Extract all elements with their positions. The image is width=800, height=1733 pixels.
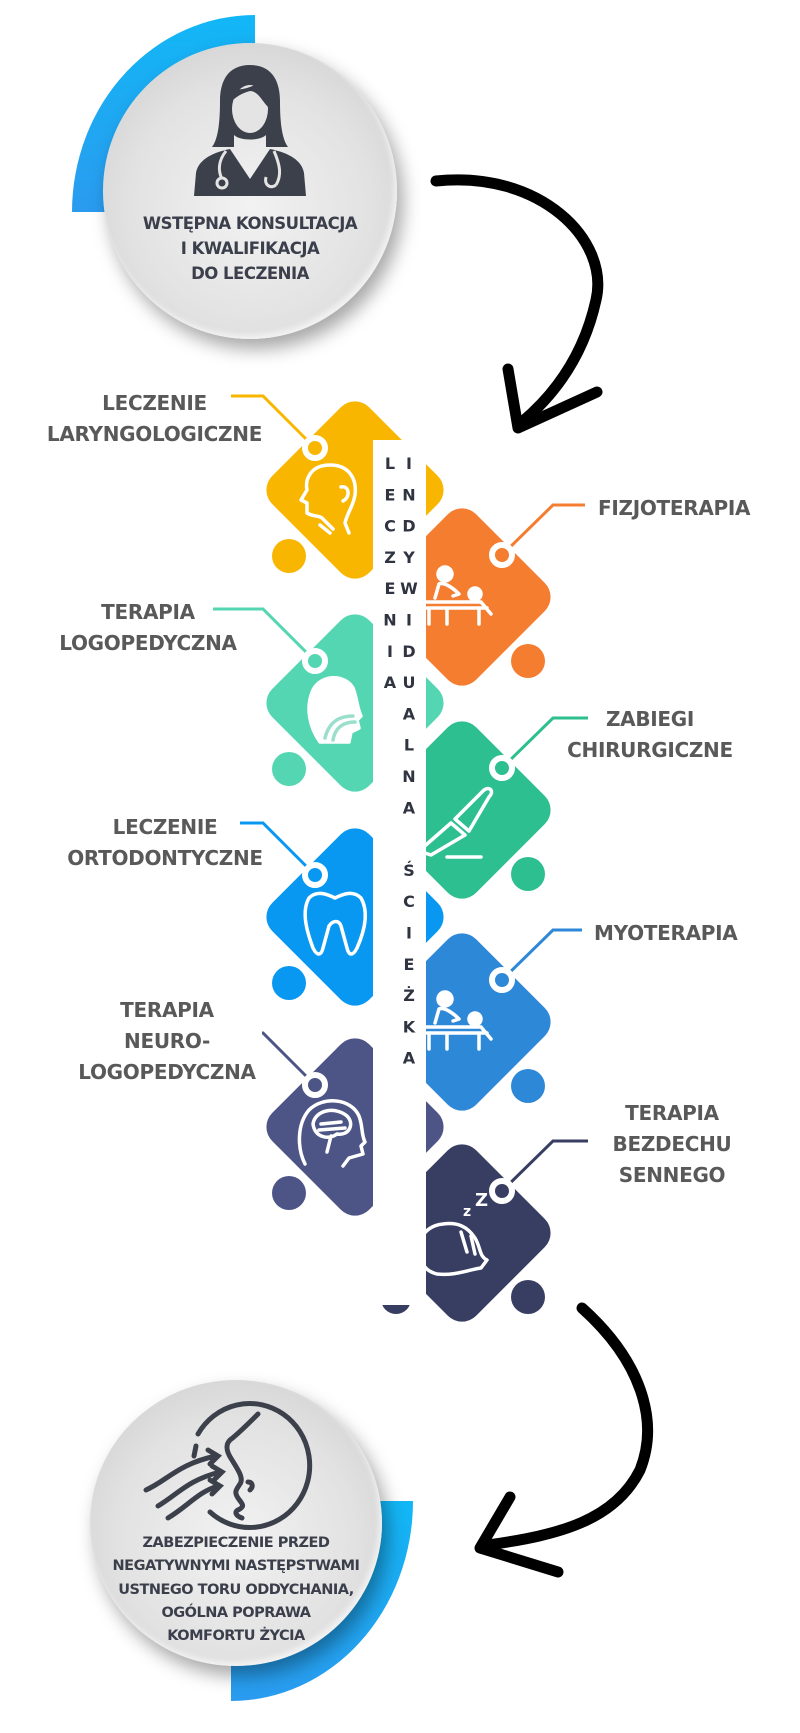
connector-line	[213, 607, 317, 663]
connector-knob	[489, 1178, 515, 1204]
end-step-line: USTNEGO TORU ODDYCHANIA,	[118, 1581, 354, 1598]
connector-knob	[302, 435, 328, 461]
label-terapia-logopedyczna: TERAPIA LOGOPEDYCZNA	[30, 597, 266, 659]
breathing-face-icon	[143, 1400, 313, 1530]
end-step-circle: ZABEZPIECZENIE PRZED NEGATYWNYMI NASTĘPS…	[90, 1380, 382, 1666]
puzzle-tab	[272, 752, 306, 786]
connector-line	[261, 1031, 317, 1087]
svg-text:Z: Z	[475, 1190, 488, 1211]
label-line: TERAPIA	[625, 1101, 719, 1125]
start-step-circle: WSTĘPNA KONSULTACJA I KWALIFIKACJA DO LE…	[103, 43, 397, 339]
label-line: LOGOPEDYCZNA	[59, 631, 237, 655]
brain-head-icon	[297, 1099, 367, 1168]
connector-line	[240, 821, 317, 877]
start-step-text: WSTĘPNA KONSULTACJA I KWALIFIKACJA DO LE…	[103, 211, 397, 286]
label-line: CHIRURGICZNE	[567, 738, 733, 762]
doctor-icon	[194, 65, 306, 196]
label-line: ZABIEGI	[605, 707, 695, 731]
connector-line	[500, 1139, 588, 1193]
label-line: ORTODONTYCZNE	[67, 846, 263, 870]
end-step-text: ZABEZPIECZENIE PRZED NEGATYWNYMI NASTĘPS…	[90, 1532, 382, 1648]
label-line: SENNEGO	[618, 1163, 726, 1187]
start-step-line: I KWALIFIKACJA	[180, 239, 320, 258]
puzzle-tab	[511, 1069, 545, 1103]
path-title-strip: INDYWIDUALNA ŚCIEŻKA LECZENIA	[373, 440, 426, 1305]
end-step-line: OGÓLNA POPRAWA	[161, 1604, 311, 1621]
arrow-down-2	[474, 1302, 653, 1578]
label-line: MYOTERAPIA	[594, 921, 738, 945]
connector-knob	[489, 967, 515, 993]
connector-line	[500, 503, 585, 557]
end-step-line: NEGATYWNYMI NASTĘPSTWAMI	[112, 1558, 360, 1575]
svg-text:z: z	[463, 1204, 471, 1220]
connector-knob	[302, 648, 328, 674]
connector-knob	[302, 862, 328, 888]
massage-icon	[417, 990, 493, 1051]
label-line: LOGOPEDYCZNA	[78, 1060, 256, 1084]
puzzle-tab	[272, 1176, 306, 1210]
label-fizjoterapia: FIZJOTERAPIA	[598, 493, 751, 524]
puzzle-tab	[272, 966, 306, 1000]
label-line: BEZDECHU	[612, 1132, 732, 1156]
label-line: LECZENIE	[102, 391, 207, 415]
arrow-down-1	[430, 174, 604, 434]
connector-line	[500, 928, 582, 982]
label-line: TERAPIA	[120, 998, 214, 1022]
connector-line	[500, 716, 588, 770]
puzzle-tab	[511, 1280, 545, 1314]
label-myoterapia: MYOTERAPIA	[594, 918, 738, 949]
connector-knob	[489, 542, 515, 568]
label-terapia-neuro-logopedyczna: TERAPIA NEURO- LOGOPEDYCZNA	[52, 995, 282, 1088]
end-step-line: KOMFORTU ŻYCIA	[167, 1628, 305, 1645]
connector-knob	[302, 1072, 328, 1098]
connector-knob	[489, 755, 515, 781]
head-throat-icon	[299, 463, 358, 535]
scalpel-icon	[417, 786, 494, 859]
start-step-line: WSTĘPNA KONSULTACJA	[142, 214, 358, 233]
puzzle-tab	[511, 857, 545, 891]
puzzle-tab	[272, 539, 306, 573]
tooth-icon	[303, 891, 368, 956]
connector-line	[231, 394, 317, 450]
label-line: FIZJOTERAPIA	[598, 496, 751, 520]
label-zabiegi-chirurgiczne: ZABIEGI CHIRURGICZNE	[550, 704, 750, 766]
label-line: NEURO-	[124, 1029, 210, 1053]
start-step-line: DO LECZENIA	[191, 264, 309, 283]
label-line: LARYNGOLOGICZNE	[46, 422, 263, 446]
label-line: TERAPIA	[101, 600, 195, 624]
head-airway-icon	[307, 676, 363, 744]
label-leczenie-ortodontyczne: LECZENIE ORTODONTYCZNE	[40, 812, 290, 874]
sleep-apnea-icon: zZ	[417, 1190, 489, 1277]
puzzle-tab	[511, 644, 545, 678]
label-leczenie-laryngologiczne: LECZENIE LARYNGOLOGICZNE	[22, 388, 287, 450]
label-terapia-bezdechu-sennego: TERAPIA BEZDECHU SENNEGO	[602, 1098, 742, 1191]
path-title: INDYWIDUALNA ŚCIEŻKA LECZENIA	[380, 454, 419, 1080]
label-line: LECZENIE	[112, 815, 218, 839]
end-step-line: ZABEZPIECZENIE PRZED	[142, 1535, 330, 1551]
